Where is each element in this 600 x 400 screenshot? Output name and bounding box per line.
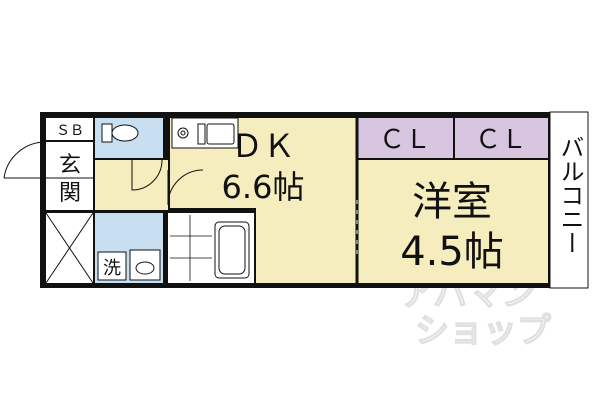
bath-tiles xyxy=(170,215,212,281)
closet-1-label: ＣＬ xyxy=(379,125,431,155)
genkan-door-swing xyxy=(3,141,47,179)
western-room xyxy=(358,160,548,283)
western-size: 4.5帖 xyxy=(400,229,504,275)
genkan-label-2: 関 xyxy=(59,181,81,206)
storage-x-b xyxy=(45,212,94,284)
washer-box xyxy=(97,251,127,281)
sink xyxy=(206,123,235,145)
closet-1 xyxy=(358,118,453,158)
bathtub xyxy=(214,221,250,279)
balcony-label: バルコニー xyxy=(556,135,584,255)
balcony xyxy=(549,111,589,289)
stove-burner xyxy=(177,127,189,139)
genkan-label-1: 玄 xyxy=(59,153,81,178)
closet-2-label: ＣＬ xyxy=(475,125,527,155)
watermark-line2: ショップ xyxy=(415,311,551,351)
toilet-fixture xyxy=(101,123,139,143)
dk-lower xyxy=(256,212,356,283)
washroom-label: 洗 xyxy=(103,258,121,279)
shoe-box xyxy=(46,118,93,140)
bath-door-swing xyxy=(167,169,204,206)
toilet-door-swing xyxy=(131,159,163,191)
dk-size: 6.6帖 xyxy=(222,168,305,206)
closet-2 xyxy=(455,118,548,158)
genkan xyxy=(46,142,93,210)
washbasin xyxy=(129,249,161,281)
dk-label: ＤＫ xyxy=(231,127,295,165)
shoebox-label: ＳＢ xyxy=(56,123,84,139)
western-label: 洋室 xyxy=(412,179,492,225)
